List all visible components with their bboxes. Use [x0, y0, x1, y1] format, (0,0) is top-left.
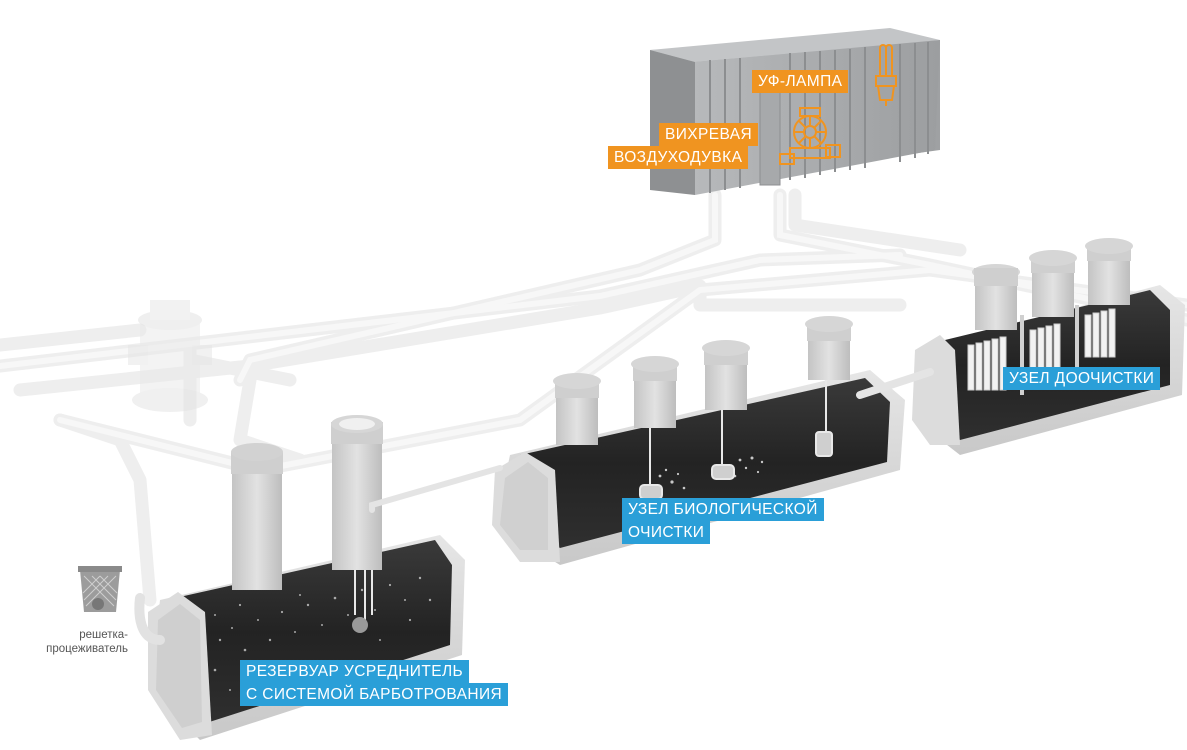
bubble-field [213, 576, 432, 702]
ghost-pump-station [128, 300, 212, 412]
post-treatment-columns [972, 238, 1133, 330]
blower-label-line2: ВОЗДУХОДУВКА [608, 146, 749, 169]
blower-label-line1: ВИХРЕВАЯ [659, 123, 759, 146]
reservoir-columns [231, 415, 383, 590]
post-treatment-label: УЗЕЛ ДООЧИСТКИ [1003, 367, 1161, 390]
reservoir-label-line2: С СИСТЕМОЙ БАРБОТРОВАНИЯ [240, 683, 509, 706]
equipment-container [650, 28, 940, 195]
bio-label-line1: УЗЕЛ БИОЛОГИЧЕСКОЙ [622, 498, 824, 521]
bio-treatment-tank [492, 316, 934, 565]
uv-lamp-icon [875, 44, 897, 106]
reservoir-label-line1: РЕЗЕРВУАР УСРЕДНИТЕЛЬ [240, 660, 470, 683]
grate-label-line1: решетка- [79, 629, 128, 641]
grate-label: решетка- процеживатель [30, 628, 128, 656]
trash-basket-icon [78, 566, 122, 612]
reservoir-tank [134, 415, 503, 740]
bio-columns [553, 316, 853, 445]
uv-lamp-label: УФ-ЛАМПА [752, 70, 849, 93]
grate-label-line2: процеживатель [46, 643, 128, 655]
blower-icon [779, 107, 841, 165]
bio-label-line2: ОЧИСТКИ [622, 521, 711, 544]
pipe-network-edges [0, 192, 1187, 474]
